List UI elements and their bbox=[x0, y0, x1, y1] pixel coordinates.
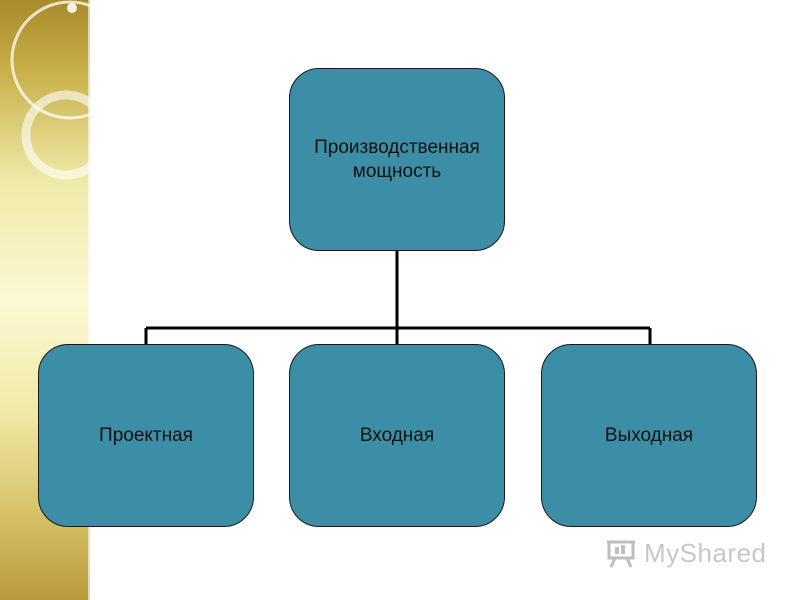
child-node-3: Выходная bbox=[541, 344, 757, 527]
child-node-label: Выходная bbox=[604, 424, 694, 446]
child-node-1: Проектная bbox=[38, 344, 254, 527]
presentation-screen-icon bbox=[607, 540, 635, 568]
watermark-logo: MyShared bbox=[606, 536, 767, 570]
child-node-label: Проектная bbox=[99, 424, 193, 446]
logo-text: MyShared bbox=[644, 537, 767, 568]
root-node: Производственная мощность bbox=[289, 68, 505, 251]
child-node-label: Входная bbox=[359, 424, 435, 446]
root-node-label: Производственная мощность bbox=[314, 136, 480, 182]
child-node-2: Входная bbox=[289, 344, 505, 527]
decorative-circles bbox=[10, 0, 90, 180]
side-band-edge bbox=[88, 0, 90, 600]
